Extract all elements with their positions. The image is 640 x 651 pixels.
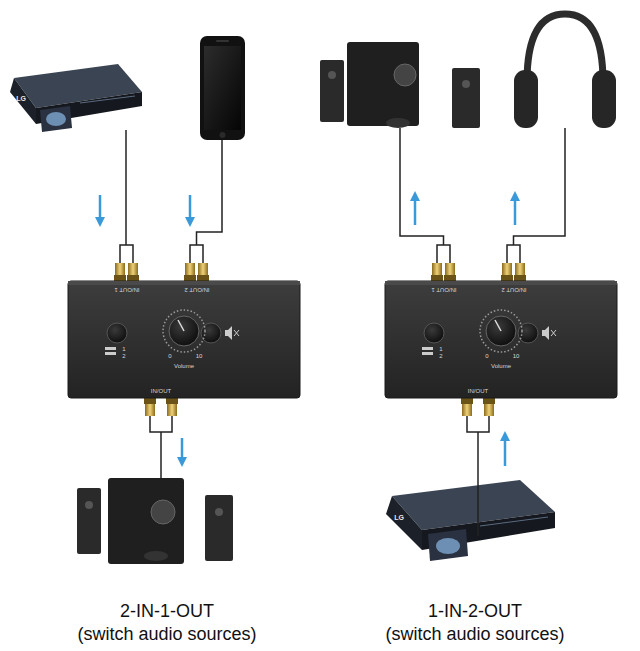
smartphone: [200, 36, 245, 140]
switch-housing: [385, 263, 617, 416]
input-number: 1: [122, 346, 125, 352]
input-number: 2: [439, 353, 442, 359]
caption-title: 1-IN-2-OUT: [428, 602, 522, 622]
knob-label: Volume: [491, 363, 511, 369]
switch-housing: [68, 263, 300, 416]
caption-title: 2-IN-1-OUT: [120, 602, 214, 622]
scale-number: 10: [513, 353, 520, 359]
port-label: IN/OUT 1: [114, 287, 139, 293]
audio-cables: [120, 128, 565, 536]
port-label: IN/OUT 2: [501, 287, 526, 293]
audio-switch-box: IN/OUT 1 IN/OUT 2 Volume0 10 12IN/OUT: [68, 281, 300, 398]
port-label: IN/OUT 2: [184, 287, 209, 293]
caption-subtitle: (switch audio sources): [385, 625, 564, 645]
input-number: 2: [122, 353, 125, 359]
flow-arrows: [100, 195, 515, 466]
input-number: 1: [439, 346, 442, 352]
headphones: [514, 14, 616, 128]
scale-number: 10: [196, 353, 203, 359]
speaker-set: [77, 478, 233, 564]
scale-number: 0: [485, 353, 488, 359]
brand-logo: LG: [16, 95, 26, 103]
speaker-set: [320, 42, 480, 128]
port-label: IN/OUT 1: [431, 287, 456, 293]
scale-number: 0: [168, 353, 171, 359]
caption-subtitle: (switch audio sources): [77, 625, 256, 645]
bluray-player: [386, 480, 555, 561]
audio-switch-box: IN/OUT 1 IN/OUT 2 Volume0 10 12IN/OUT: [385, 281, 617, 398]
brand-logo: LG: [394, 514, 404, 522]
port-label: IN/OUT: [151, 388, 171, 394]
bluray-player: [10, 64, 142, 132]
knob-label: Volume: [174, 363, 194, 369]
port-label: IN/OUT: [468, 388, 488, 394]
